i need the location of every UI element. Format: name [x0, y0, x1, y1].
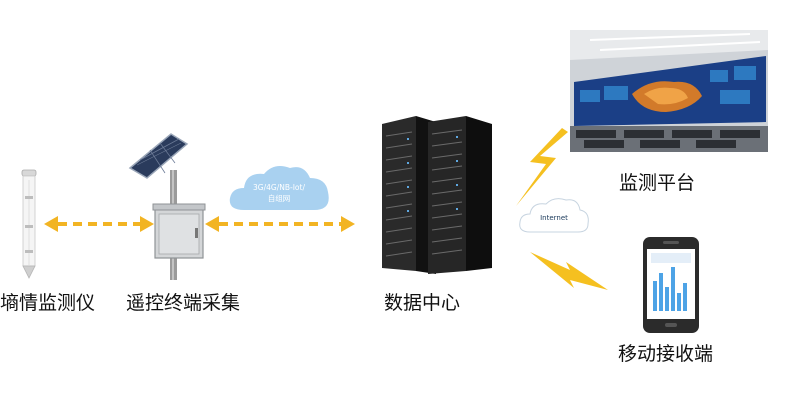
- server-rack-icon: [382, 116, 492, 274]
- double-arrow-sensor-collector: [44, 216, 154, 232]
- monitoring-room-image: [570, 30, 768, 152]
- wireless-cloud-icon: 3G/4G/NB-Iot/ 自组网: [229, 166, 329, 210]
- svg-text:Internet: Internet: [540, 214, 568, 222]
- lightning-bolt-icon-upper: [516, 128, 568, 206]
- svg-text:3G/4G/NB-Iot/: 3G/4G/NB-Iot/: [253, 183, 305, 192]
- lightning-bolt-icon-lower: [530, 252, 608, 290]
- svg-text:自组网: 自组网: [268, 193, 291, 203]
- internet-cloud-icon: Internet: [519, 198, 589, 233]
- control-cabinet-icon: [152, 203, 206, 259]
- solar-panel-icon: [128, 133, 189, 179]
- platform-label: 监测平台: [619, 172, 696, 194]
- mobile-label: 移动接收端: [618, 343, 714, 365]
- sensor-label: 墒情监测仪: [0, 292, 96, 314]
- collector-label: 遥控终端采集: [126, 292, 241, 314]
- mobile-phone-icon: [643, 237, 699, 333]
- remote-terminal-icon: [128, 133, 206, 280]
- datacenter-label: 数据中心: [384, 292, 461, 314]
- soil-sensor-icon: [21, 169, 37, 279]
- double-arrow-collector-datacenter: [205, 216, 355, 232]
